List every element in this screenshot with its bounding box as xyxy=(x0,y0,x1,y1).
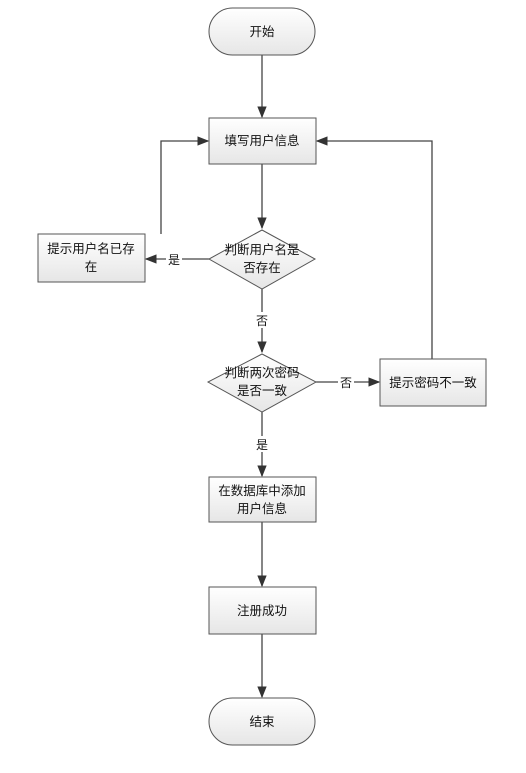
edge-label-user-exists-no: 否 xyxy=(256,314,268,328)
edge-label-pwd-match-no: 否 xyxy=(340,376,352,390)
node-user-exists: 提示用户名已存 在 xyxy=(37,233,146,283)
node-check-pwd: 判断两次密码 是否一致 xyxy=(206,353,318,413)
node-start-label: 开始 xyxy=(249,24,275,39)
node-fill-info-label: 填写用户信息 xyxy=(224,133,299,148)
node-add-db-line1: 在数据库中添加 xyxy=(218,483,306,498)
node-fill-info: 填写用户信息 xyxy=(208,117,317,165)
node-check-user-line1: 判断用户名是 xyxy=(224,242,300,257)
node-start: 开始 xyxy=(208,7,316,56)
node-user-exists-line2: 在 xyxy=(85,259,98,274)
node-pwd-mismatch-label: 提示密码不一致 xyxy=(389,375,477,390)
node-success-label: 注册成功 xyxy=(237,603,287,618)
node-check-pwd-line2: 是否一致 xyxy=(237,383,288,398)
node-check-pwd-line1: 判断两次密码 xyxy=(224,365,299,380)
node-success: 注册成功 xyxy=(208,586,317,635)
node-pwd-mismatch: 提示密码不一致 xyxy=(379,358,487,407)
edge-mismatch-back-to-fill xyxy=(315,136,433,359)
edge-labels: 是 否 否 是 xyxy=(166,251,354,452)
node-end-label: 结束 xyxy=(249,714,275,729)
edge-label-pwd-match-yes: 是 xyxy=(256,438,268,452)
node-add-db-line2: 用户信息 xyxy=(237,501,287,516)
node-add-db: 在数据库中添加 用户信息 xyxy=(208,476,317,523)
node-check-user-line2: 否存在 xyxy=(243,260,281,275)
node-user-exists-line1: 提示用户名已存 xyxy=(47,241,135,256)
node-end: 结束 xyxy=(208,697,316,746)
node-check-user: 判断用户名是 否存在 xyxy=(207,229,317,290)
edge-label-user-exists-yes: 是 xyxy=(168,253,180,267)
edge-exists-back-to-fill xyxy=(160,136,210,234)
